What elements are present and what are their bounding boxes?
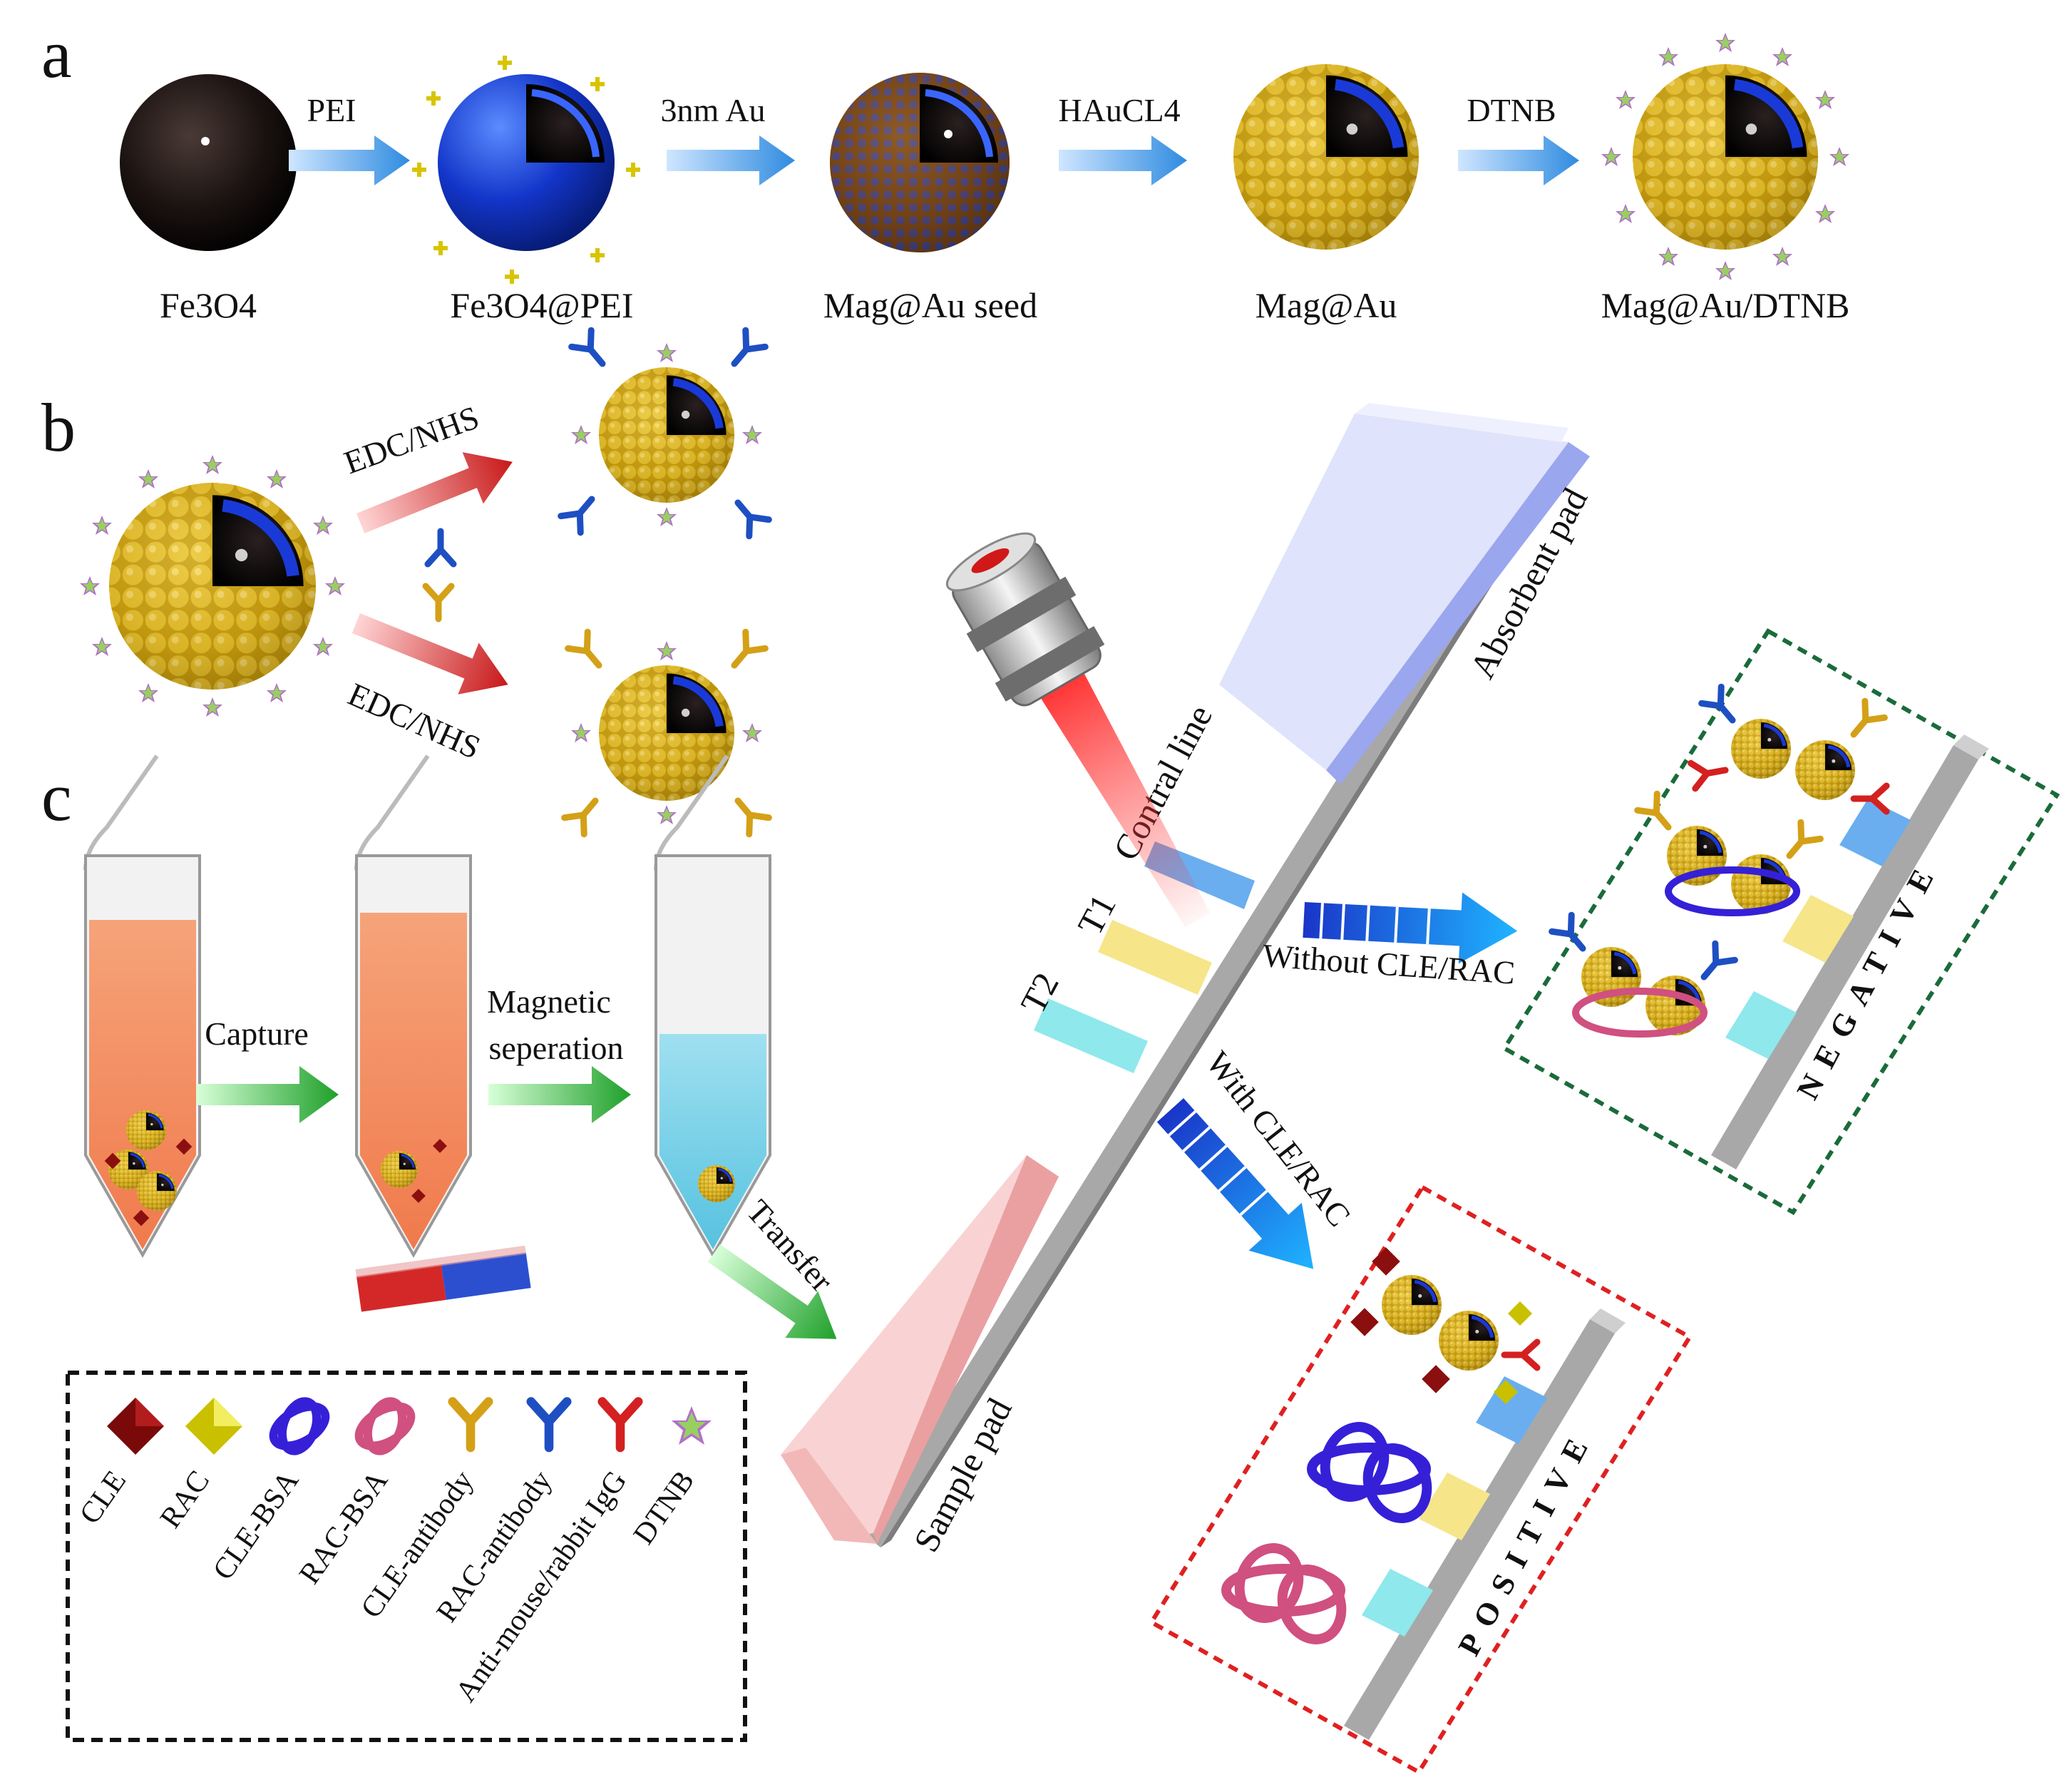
positive-complex [1350,1247,1537,1404]
positive-cle-bsa [1307,1422,1432,1523]
negative-t2-band [1725,991,1797,1059]
with-arrow [1156,1098,1314,1269]
legend-symbol-cle-antibody [453,1402,488,1448]
legend-label-cle-bsa: CLE-BSA [207,1465,305,1586]
legend-symbol-rac-bsa [354,1397,416,1455]
synthesis-arrow-3: HAuCL4 [1058,92,1187,185]
legend-symbol-dtnb [672,1406,712,1445]
particle-gold-antibody [565,632,769,834]
t1-line [1098,920,1212,995]
caption-mag-au: Mag@Au [1256,285,1397,325]
legend-symbol-cle [107,1398,164,1455]
negative-complex-2 [1638,794,1821,916]
conjugation-arrow-bottom [351,613,508,695]
capture-arrow: Capture [196,1015,339,1123]
negative-control-band [1839,799,1911,866]
source-particle [80,455,345,717]
magnetic-separation-arrow: Magnetic seperation [487,983,631,1123]
separation-section: Capture Magnetic seperation Transfer [83,754,841,1339]
separation-label: seperation [488,1030,623,1066]
negative-complex-3 [1552,915,1735,1038]
caption-mag-au-seed: Mag@Au seed [823,285,1037,325]
caption-fe3o4-pei: Fe3O4@PEI [450,285,633,325]
legend-label-cle: CLE [73,1465,133,1530]
negative-result-box: NEGATIVE [1501,628,2060,1216]
legend-label-rac: RAC [154,1465,216,1534]
test-strip: Absorbent pad Sample pad Contral line T1… [781,403,1595,1558]
arrow-label-pei: PEI [307,92,356,128]
sample-pad [781,1155,1059,1544]
absorbent-pad [1219,403,1590,784]
legend-label-dtnb: DTNB [627,1465,701,1550]
mag-au-particle [1233,64,1419,250]
panel-label-a: a [41,16,72,92]
negative-complex-1 [1691,687,1886,811]
conjugation-arrow-top [356,452,513,533]
mag-au-dtnb-particle [1601,33,1849,280]
synthesis-arrow-4: DTNB [1458,92,1579,185]
magnetic-label: Magnetic [487,983,611,1020]
legend-symbol-rac-antibody [531,1402,567,1448]
panel-label-b: b [41,389,76,466]
without-arrow [1303,892,1518,964]
caption-mag-au-dtnb: Mag@Au/DTNB [1601,285,1850,325]
legend-symbol-anti-igg [602,1402,638,1448]
free-blue-antibody [428,531,453,564]
legend-symbol-rac [185,1398,242,1455]
transfer-arrow [707,1244,837,1339]
panel-label-c: c [41,759,72,835]
tube-3 [654,754,771,1259]
t2-line [1034,998,1148,1073]
synthesis-arrow-1: PEI [289,92,410,185]
arrow-label-haucl4: HAuCL4 [1058,92,1180,128]
positive-result-box: POSITIVE [1148,1184,1693,1776]
fe3o4-particle [120,74,297,251]
legend-symbol-cle-bsa [269,1397,330,1455]
arrow-label-dtnb: DTNB [1467,92,1556,128]
capture-label: Capture [205,1015,309,1052]
mag-au-seed-particle [830,73,1010,252]
strip-backing [863,456,1558,1547]
magnet [355,1245,531,1312]
positive-control-band [1476,1376,1547,1444]
fe3o4-pei-particle [412,56,640,284]
positive-rac-bsa [1221,1543,1347,1644]
synthesis-arrow-2: 3nm Au [661,92,795,185]
positive-t2-band [1362,1569,1433,1637]
arrow-label-edc-nhs-top: EDC/NHS [339,399,483,481]
tube-1 [83,754,201,1259]
laser-head [945,532,1211,928]
particle-blue-antibody [561,330,769,536]
positive-t1-band [1419,1473,1490,1540]
free-gold-antibody [426,586,451,619]
legend-box: CLE RAC CLE-BSA RAC-BSA CLE-antibody RAC… [66,1371,747,1742]
tube-2 [354,754,472,1259]
synthesis-row: PEI 3nm Au HAuCL4 DTNB Fe3O4 Fe3O4@PEI M… [120,33,1849,325]
caption-fe3o4: Fe3O4 [160,285,257,325]
arrow-label-3nm-au: 3nm Au [661,92,766,128]
negative-t1-band [1782,895,1854,963]
